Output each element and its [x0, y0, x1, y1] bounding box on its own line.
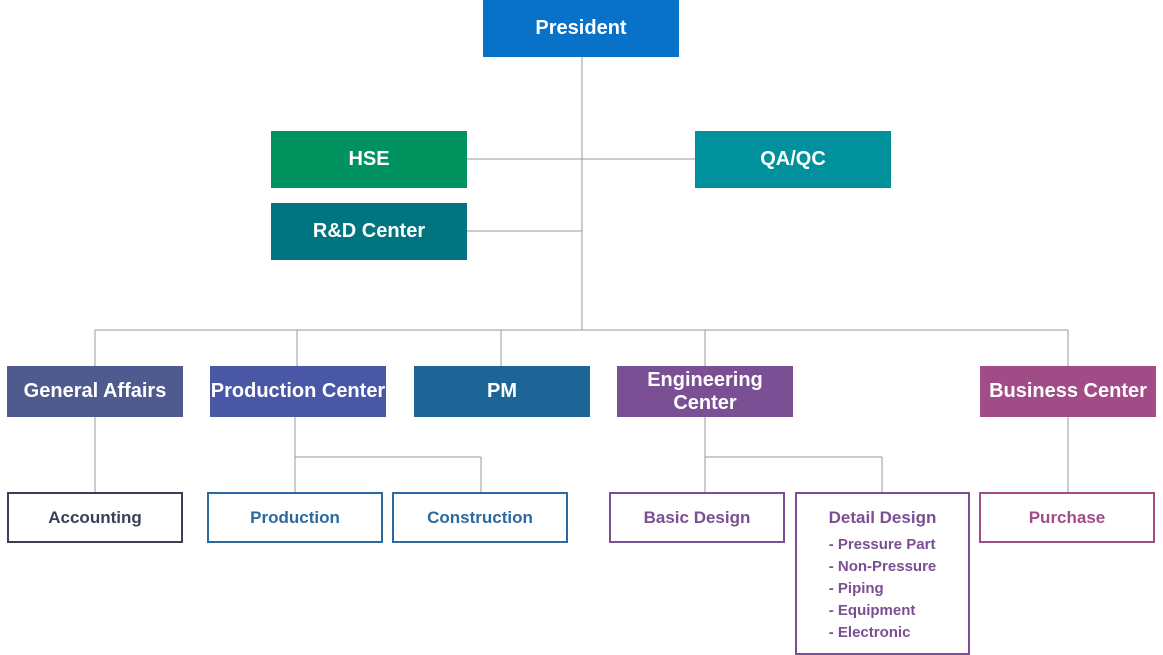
hse-label: HSE: [348, 148, 390, 170]
production-label: Production: [250, 507, 340, 527]
production-center-box: Production Center: [210, 366, 386, 417]
engineering-center-box: Engineering Center: [617, 366, 793, 417]
construction-label: Construction: [427, 507, 533, 527]
business-center-box: Business Center: [980, 366, 1156, 417]
purchase-label: Purchase: [1028, 507, 1106, 527]
general-affairs-box: General Affairs: [7, 366, 183, 417]
detail-design-item: - Piping: [828, 580, 884, 597]
pm-box: PM: [414, 366, 590, 417]
basic-design-box: Basic Design: [609, 492, 785, 543]
accounting-box: Accounting: [7, 492, 183, 543]
hse-box: HSE: [271, 131, 467, 188]
construction-box: Construction: [392, 492, 568, 543]
pm-label: PM: [487, 380, 517, 402]
engineering-center-label: Engineering Center: [647, 368, 763, 414]
business-center-label: Business Center: [989, 380, 1147, 402]
qaqc-label: QA/QC: [760, 148, 826, 170]
qaqc-box: QA/QC: [695, 131, 891, 188]
detail-design-box: Detail Design - Pressure Part - Non-Pres…: [795, 492, 970, 655]
accounting-label: Accounting: [48, 507, 142, 527]
production-box: Production: [207, 492, 383, 543]
detail-design-list: - Pressure Part - Non-Pressure - Piping …: [829, 534, 937, 644]
detail-design-item: - Electronic: [828, 624, 911, 641]
president-box: President: [483, 0, 679, 57]
detail-design-item: - Non-Pressure: [828, 558, 937, 575]
purchase-box: Purchase: [979, 492, 1155, 543]
rd-center-label: R&D Center: [312, 220, 426, 242]
rd-center-box: R&D Center: [271, 203, 467, 260]
president-label: President: [535, 17, 627, 39]
general-affairs-label: General Affairs: [23, 380, 167, 402]
production-center-label: Production Center: [210, 380, 386, 402]
detail-design-item: - Pressure Part: [828, 536, 936, 553]
detail-design-title: Detail Design: [828, 508, 937, 527]
basic-design-label: Basic Design: [643, 507, 751, 527]
detail-design-item: - Equipment: [828, 602, 916, 619]
